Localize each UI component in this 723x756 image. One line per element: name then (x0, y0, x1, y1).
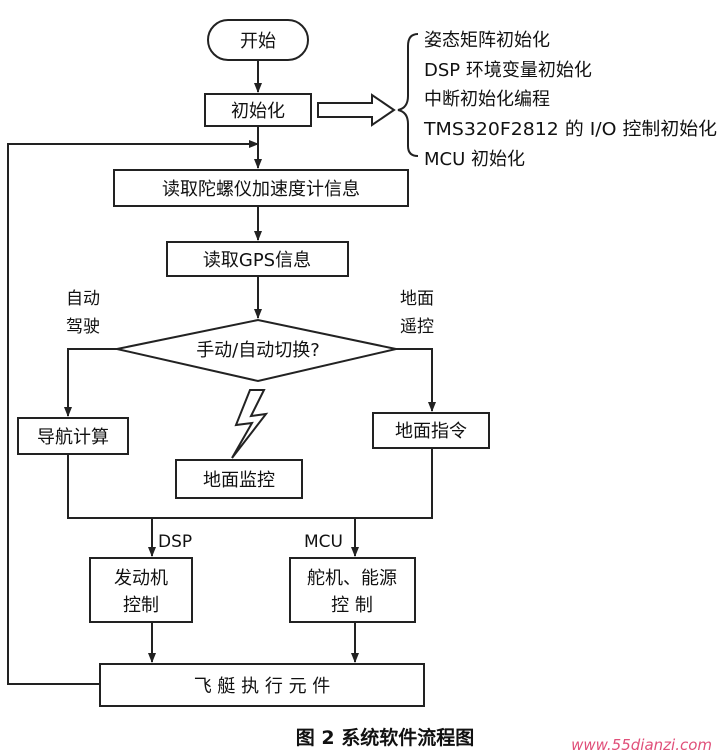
init-item: 中断初始化编程 (424, 89, 550, 110)
read-gps-label: 读取GPS信息 (203, 250, 311, 271)
nav-node: 导航计算 (17, 417, 129, 455)
ground-cmd-node: 地面指令 (372, 412, 490, 449)
decision-label: 手动/自动切换? (196, 340, 320, 361)
init-item: TMS320F2812 的 I/O 控制初始化 (423, 119, 717, 140)
decision-node: 手动/自动切换? (116, 318, 397, 383)
init-item: DSP 环境变量初始化 (424, 60, 592, 81)
ground-monitor-node: 地面监控 (175, 459, 303, 499)
init-item: 姿态矩阵初始化 (424, 30, 550, 51)
init-items-list: 姿态矩阵初始化 DSP 环境变量初始化 中断初始化编程 TMS320F2812 … (423, 30, 717, 170)
read-gps-node: 读取GPS信息 (166, 241, 349, 277)
init-item: MCU 初始化 (424, 149, 525, 170)
read-sensors-label: 读取陀螺仪加速度计信息 (162, 179, 360, 200)
edge-label-auto: 驾驶 (66, 317, 100, 337)
figure-caption: 图 2 系统软件流程图 (296, 726, 474, 749)
servo-control-node: 舵机、能源 控 制 (289, 557, 416, 623)
init-node: 初始化 (204, 93, 312, 127)
edge-label-dsp: DSP (158, 532, 192, 552)
init-label: 初始化 (231, 101, 285, 122)
start-node: 开始 (207, 19, 309, 61)
watermark-text: www.55dianzi.com (571, 736, 712, 754)
brace-icon (397, 33, 419, 157)
edge-label-ground: 遥控 (400, 317, 434, 337)
edge-label-mcu: MCU (304, 532, 343, 552)
read-sensors-node: 读取陀螺仪加速度计信息 (113, 169, 409, 207)
actuator-node: 飞 艇 执 行 元 件 (99, 663, 425, 707)
ground-cmd-label: 地面指令 (395, 421, 467, 442)
connectors (7, 60, 436, 685)
start-label: 开始 (240, 31, 276, 52)
hollow-arrow-icon (317, 93, 396, 127)
lightning-icon (231, 389, 269, 459)
engine-control-node: 发动机 控制 (89, 557, 193, 623)
edge-label-ground: 地面 (400, 289, 434, 309)
engine-label: 发动机 (114, 568, 168, 589)
actuator-label: 飞 艇 执 行 元 件 (194, 676, 331, 697)
edge-label-auto: 自动 (66, 289, 100, 309)
servo-label: 舵机、能源 (307, 568, 397, 589)
ground-monitor-label: 地面监控 (203, 470, 275, 491)
engine-label: 控制 (123, 595, 159, 616)
nav-label: 导航计算 (37, 427, 109, 448)
servo-label: 控 制 (331, 595, 373, 616)
